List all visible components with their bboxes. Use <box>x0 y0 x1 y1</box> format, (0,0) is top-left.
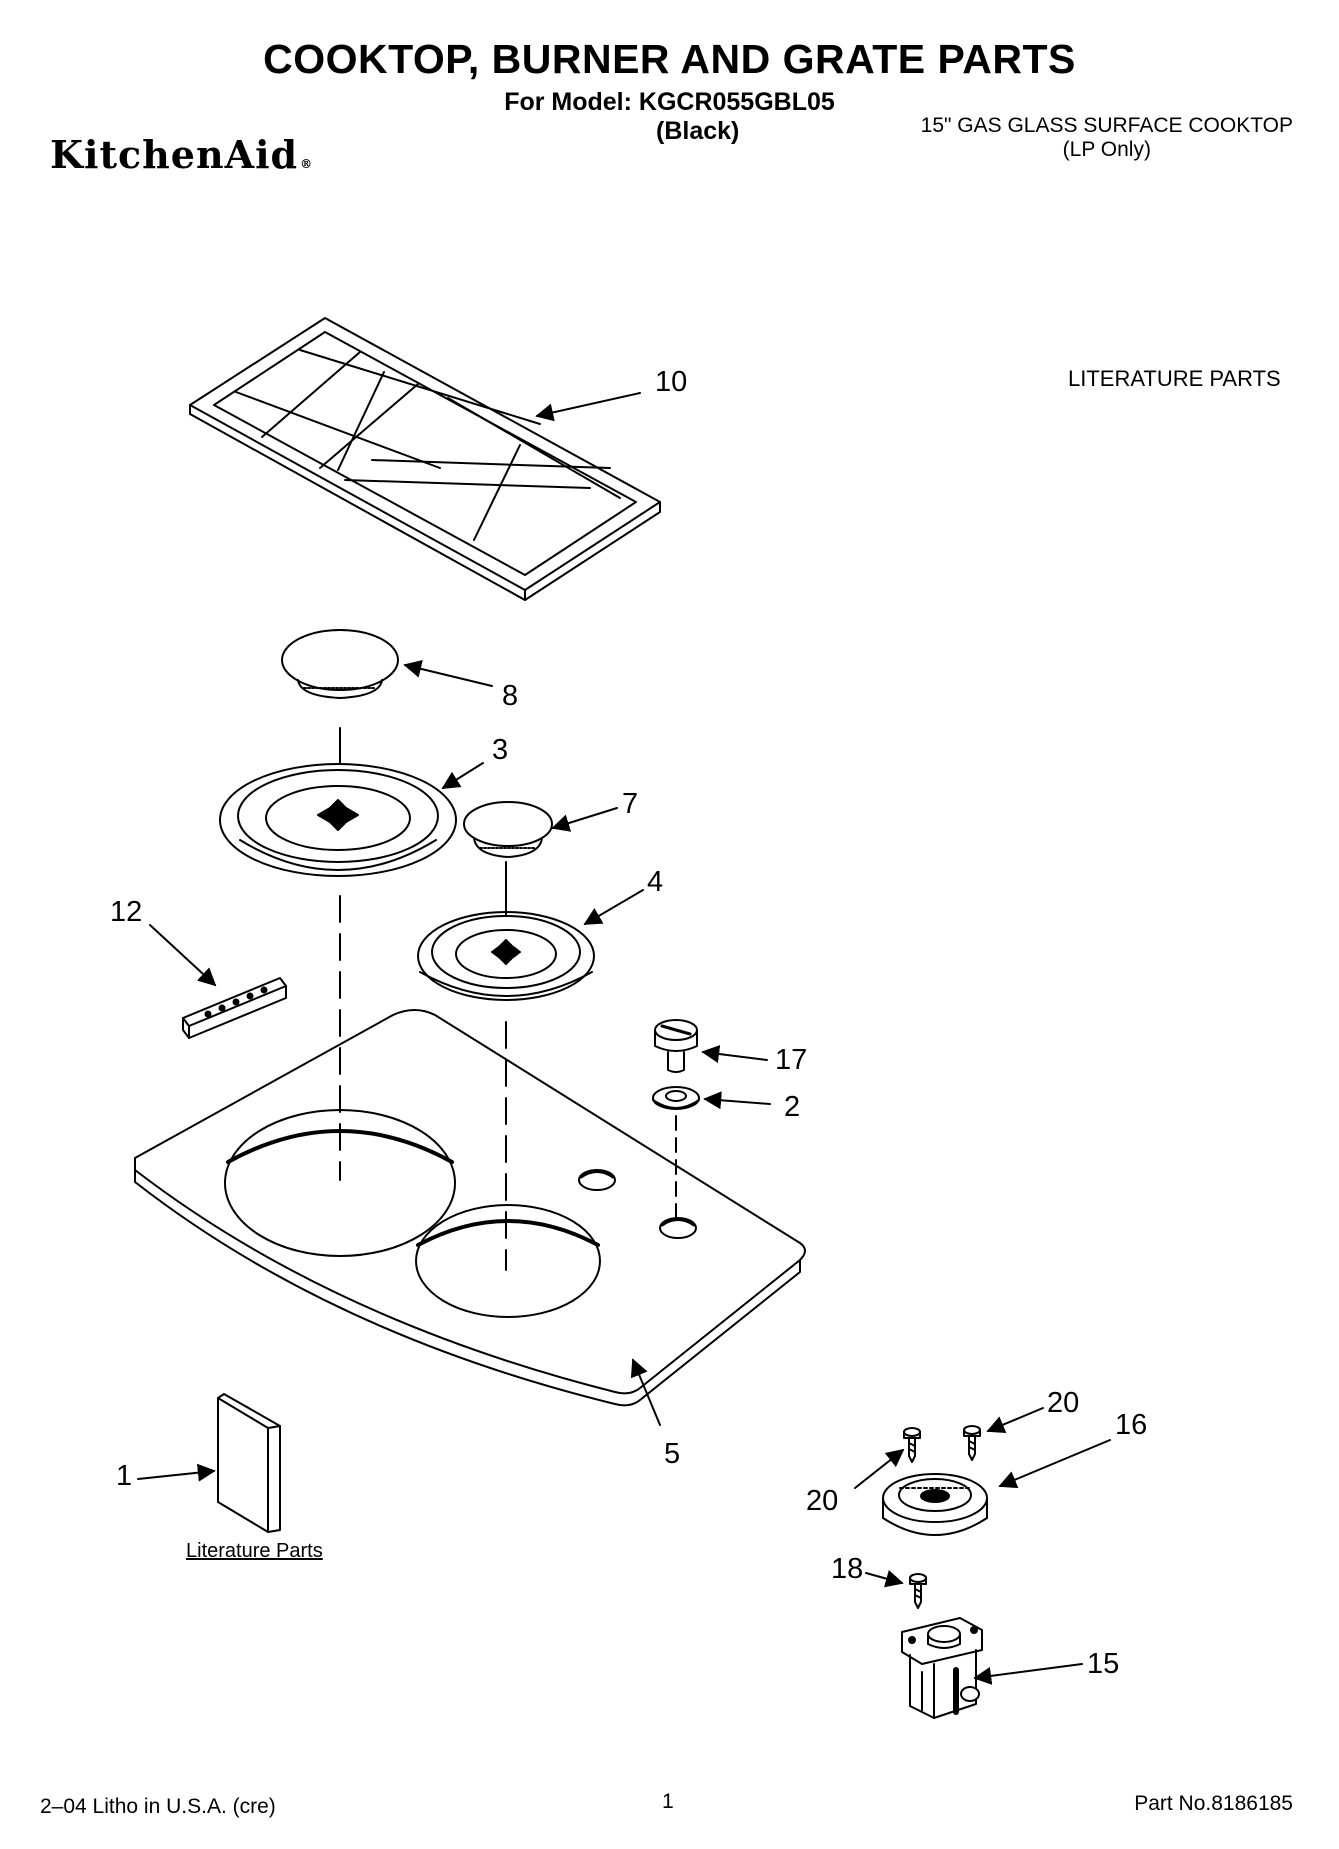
burner-part-16 <box>882 1473 988 1536</box>
screw-part-20b <box>963 1425 981 1461</box>
leader-12 <box>149 924 217 987</box>
leader-2 <box>703 1091 771 1110</box>
product-line-1: 15" GAS GLASS SURFACE COOKTOP <box>920 114 1293 137</box>
literature-parts-heading: LITERATURE PARTS <box>1068 366 1281 391</box>
page-title: COOKTOP, BURNER AND GRATE PARTS <box>263 36 1076 82</box>
leader-16 <box>998 1439 1111 1489</box>
callout-20-lower: 20 <box>806 1485 839 1517</box>
knob-part-17 <box>654 1019 698 1073</box>
grate-part-10 <box>189 317 661 601</box>
product-line-2: (LP Only) <box>1062 138 1151 161</box>
bracket-part-12 <box>182 977 287 1039</box>
model-number: For Model: KGCR055GBL05 <box>504 88 835 116</box>
leader-4 <box>583 889 644 925</box>
callout-8: 8 <box>502 680 519 712</box>
leader-17 <box>701 1045 768 1063</box>
callout-16: 16 <box>1115 1409 1148 1441</box>
burner-base-part-4 <box>417 911 595 1001</box>
valve-part-15 <box>901 1617 983 1719</box>
glass-cooktop-part-5 <box>134 1009 806 1407</box>
callout-4: 4 <box>647 866 664 898</box>
brand-logo: KitchenAid® <box>50 132 313 177</box>
callout-10: 10 <box>655 366 688 398</box>
callout-7: 7 <box>622 788 639 820</box>
leader-7 <box>551 807 618 832</box>
callout-3: 3 <box>492 734 509 766</box>
leader-15 <box>973 1663 1083 1685</box>
callout-18: 18 <box>831 1553 864 1585</box>
registered-mark: ® <box>300 157 314 171</box>
brand-name: KitchenAid <box>50 132 299 177</box>
callout-12: 12 <box>110 896 143 928</box>
screw-part-20a <box>903 1427 921 1463</box>
burner-cap-part-7 <box>463 801 553 858</box>
footer-print-info: 2–04 Litho in U.S.A. (cre) <box>40 1795 276 1818</box>
page-number: 1 <box>662 1790 674 1813</box>
product-description: 15" GAS GLASS SURFACE COOKTOP (LP Only) <box>921 114 1293 162</box>
callout-2: 2 <box>784 1091 801 1123</box>
callout-17: 17 <box>775 1044 808 1076</box>
literature-book-part-1 <box>217 1393 281 1533</box>
leader-20a <box>854 1448 905 1489</box>
screw-part-18 <box>909 1573 927 1609</box>
callout-5: 5 <box>664 1438 681 1470</box>
leader-3 <box>441 762 484 789</box>
leader-18 <box>865 1569 904 1588</box>
leader-10 <box>535 392 641 422</box>
callout-1: 1 <box>116 1460 133 1492</box>
callout-20-upper: 20 <box>1047 1387 1080 1419</box>
leader-8 <box>403 660 493 687</box>
leader-20b <box>986 1407 1044 1434</box>
burner-cap-part-8 <box>281 629 399 699</box>
leader-1 <box>137 1463 216 1482</box>
leader-5 <box>630 1358 661 1426</box>
burner-base-part-3 <box>219 763 457 877</box>
literature-parts-caption: Literature Parts <box>186 1540 323 1562</box>
part-number: Part No.8186185 <box>1134 1792 1293 1815</box>
bezel-part-2 <box>652 1086 700 1110</box>
model-color: (Black) <box>656 117 740 145</box>
callout-15: 15 <box>1087 1648 1120 1680</box>
